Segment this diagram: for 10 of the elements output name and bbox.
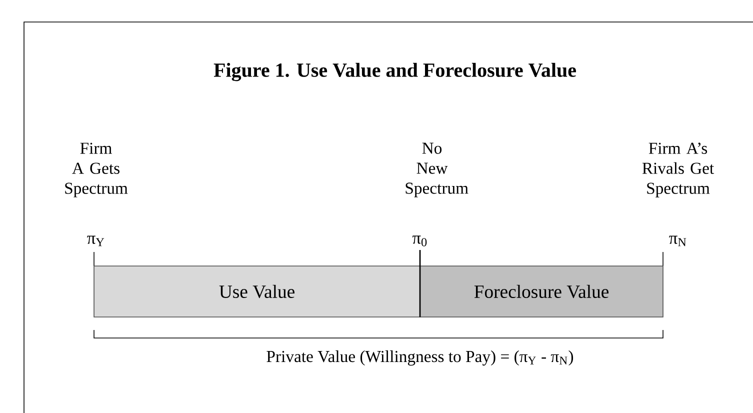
value-box: Foreclosure Value (420, 266, 664, 318)
symbol-label: π$_{Y}$ (87, 236, 104, 246)
position-label: Firm A’s Rivals Get Spectrum (642, 142, 714, 198)
position-label: Firm A Gets Spectrum (65, 142, 128, 198)
title: Figure 1. Use Value and Foreclosure Value (214, 62, 576, 82)
value-box: Use Value (94, 266, 420, 318)
bracket-label: Private Value (Willingness to Pay) = (π$_{Y}$ - π$_{N}$) (266, 350, 574, 366)
symbol-label: π$_{N}$ (669, 236, 686, 246)
symbol-label: π$_{0}$ (412, 236, 427, 246)
position-label: No New Spectrum (406, 142, 468, 198)
